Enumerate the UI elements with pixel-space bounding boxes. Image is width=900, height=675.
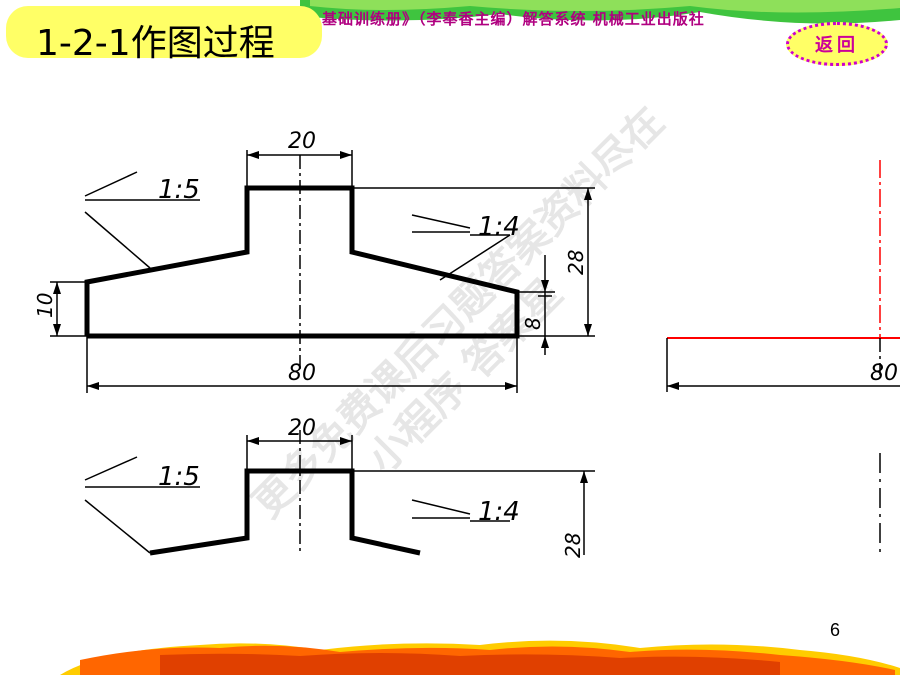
book-banner: 基础训练册》（李奉香主编）解答系统 机械工业出版社: [322, 10, 705, 28]
footer-decoration: [60, 640, 900, 675]
watermark-line-1: 更多免费课后习题答案资料尽在: [245, 99, 674, 528]
bottom-view: 20 1:5 1:4 28: [84, 416, 595, 558]
watermark: 更多免费课后习题答案资料尽在 小程序 答案星: [245, 99, 674, 528]
top-view: 20 1:5 1:4 28 8 10 80: [33, 129, 595, 393]
header-decoration: [300, 0, 900, 24]
bottom-view-outline: [149, 468, 421, 556]
dim-label-8: 8: [521, 317, 545, 330]
dim-label-80: 80: [288, 361, 316, 386]
back-button[interactable]: 返回: [786, 22, 888, 66]
slope-label-right: 1:4: [478, 212, 520, 242]
slide-title: 1-2-1作图过程: [36, 23, 275, 64]
slide-title-box: 1-2-1作图过程: [6, 6, 322, 64]
dim-label-20: 20: [288, 129, 316, 154]
dim-label-28: 28: [564, 250, 588, 275]
page-number: 6: [830, 620, 841, 640]
dim-label-80-r: 80: [870, 361, 898, 386]
dim-label-20-b: 20: [288, 416, 316, 441]
right-view: 80: [666, 160, 900, 555]
slope-label-left-b: 1:5: [158, 462, 200, 492]
dim-label-10: 10: [33, 293, 57, 318]
slope-label-left: 1:5: [158, 175, 200, 205]
back-button-label: 返回: [815, 35, 859, 56]
dim-label-28-b: 28: [561, 533, 585, 558]
slope-label-right-b: 1:4: [478, 497, 520, 527]
